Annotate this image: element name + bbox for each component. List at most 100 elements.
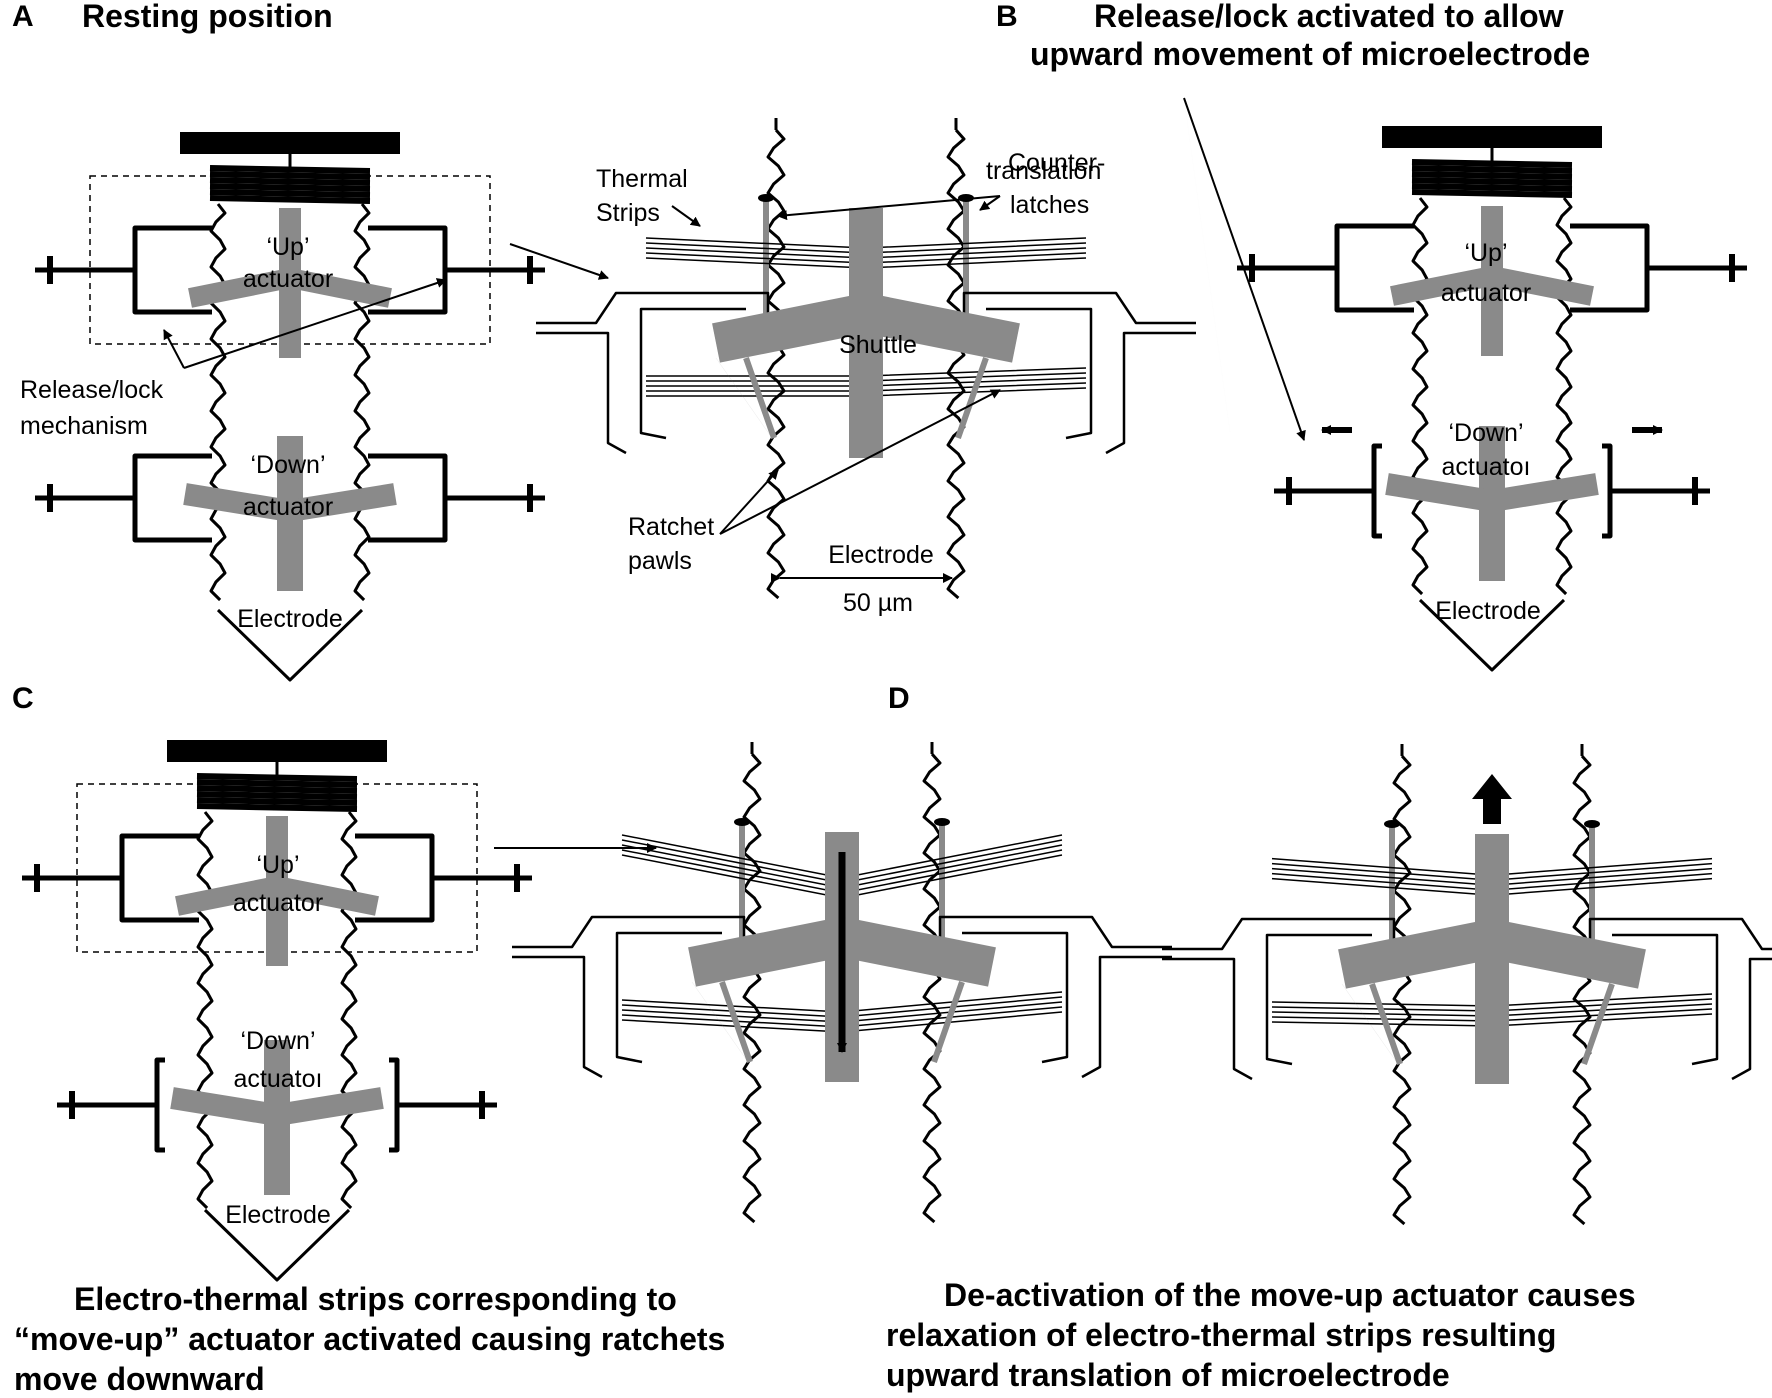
- panel-c-caption-line2: “move-up” actuator activated causing rat…: [14, 1321, 726, 1357]
- b-up-actuator-label-2: actuator: [1440, 279, 1532, 307]
- shuttle-label: Shuttle: [839, 331, 917, 359]
- inner-frame-right: [962, 931, 1069, 1064]
- down-shuttle-arm-right: [275, 1087, 384, 1126]
- coil-winding: [209, 177, 371, 186]
- c-up-actuator-label-1: ‘Up’: [256, 851, 300, 879]
- coil-winding: [209, 195, 371, 204]
- left-ratchet: [209, 203, 227, 602]
- outer-frame-left-top: [536, 291, 770, 325]
- down-frame-right: [389, 1057, 400, 1153]
- detail-right-ratchet: [922, 753, 942, 1224]
- down-shuttle-arm-left: [170, 1087, 279, 1126]
- outer-frame-left-top: [512, 915, 746, 949]
- shuttle-arm-right: [1488, 919, 1646, 989]
- down-shuttle-arm-right: [1490, 473, 1599, 512]
- coil-winding: [1411, 177, 1573, 186]
- counter-translation-label-3: latches: [1010, 191, 1090, 219]
- coil-winding: [196, 797, 358, 806]
- counter-translation-label-2: translation: [986, 157, 1102, 185]
- left-ratchet: [196, 811, 214, 1210]
- inner-frame-left: [639, 307, 746, 440]
- top-plate: [167, 740, 387, 762]
- down-shuttle-arm-left: [1385, 473, 1494, 512]
- release-pointer-b-up: [1183, 97, 1306, 441]
- panel-b-title-line1: Release/lock activated to allow: [1094, 0, 1564, 34]
- b-down-actuator-label-1: ‘Down’: [1448, 419, 1524, 447]
- panel-a-drawing: [35, 132, 545, 682]
- panel-d-caption-line3: upward translation of microelectrode: [886, 1357, 1450, 1393]
- c-up-actuator-label-2: actuator: [232, 889, 324, 917]
- panel-c-drawing: [22, 740, 532, 1282]
- thermal-strips-label-2: Strips: [596, 199, 660, 227]
- up-shuttle-arm-right: [1490, 266, 1594, 306]
- outer-frame-left-top: [1162, 917, 1396, 951]
- coil-winding: [196, 803, 358, 812]
- shuttle-arm-right: [862, 293, 1020, 363]
- panel-d-letter: D: [888, 682, 910, 715]
- down-shuttle-arm-left: [183, 483, 292, 522]
- inner-frame-left: [615, 931, 722, 1064]
- panel-d-drawing: [1162, 744, 1772, 1226]
- panel-b-drawing: [1237, 126, 1747, 672]
- right-ratchet: [1555, 197, 1573, 596]
- thermal-strips-pointer: [671, 205, 701, 227]
- detail-right-ratchet: [1572, 755, 1592, 1226]
- electrode-tip: [216, 608, 364, 682]
- b-electrode-label: Electrode: [1435, 597, 1541, 625]
- coil-winding: [1411, 165, 1573, 174]
- a-up-actuator-label-2: actuator: [242, 265, 334, 293]
- pawl-pointer-right: [719, 389, 1001, 535]
- coil-winding: [209, 189, 371, 198]
- detail-left-ratchet: [766, 129, 786, 600]
- up-shuttle-arm-right: [288, 268, 392, 308]
- coil-winding: [1411, 159, 1573, 168]
- panel-d-caption-line1: De-activation of the move-up actuator ca…: [944, 1277, 1636, 1313]
- outer-frame-right-side: [1731, 957, 1772, 1081]
- upward-arrow: [1472, 774, 1512, 824]
- ratchet-pawl-left: [719, 981, 753, 1063]
- ratchet-pawl-left: [1369, 983, 1403, 1065]
- ratchet-pawl-left-edge: [1341, 983, 1399, 1065]
- top-plate: [1382, 126, 1602, 148]
- panel-c-letter: C: [12, 682, 34, 715]
- a-up-actuator-label-1: ‘Up’: [266, 233, 310, 261]
- panel-c-caption-line1: Electro-thermal strips corresponding to: [74, 1281, 677, 1317]
- coil-winding: [1411, 189, 1573, 198]
- coil-winding: [196, 773, 358, 782]
- latch-right-cap: [1584, 820, 1600, 828]
- ratchet-pawl-right: [955, 357, 989, 439]
- shuttle-arm-left: [688, 917, 846, 987]
- ratchet-pawl-right: [931, 981, 965, 1063]
- panel-b-title-line2: upward movement of microelectrode: [1030, 36, 1591, 72]
- pawl-pointer-left: [719, 469, 779, 535]
- detail-right-ratchet: [946, 129, 966, 600]
- coil-winding: [1411, 171, 1573, 180]
- latch-pointer-left: [777, 195, 1001, 221]
- panel-d-caption-line2: relaxation of electro-thermal strips res…: [886, 1317, 1557, 1353]
- release-lock-label-1: Release/lock: [20, 376, 164, 404]
- electrode-tip: [203, 1208, 351, 1282]
- right-ratchet: [353, 203, 371, 602]
- scale-bar-label: 50 µm: [843, 589, 913, 617]
- panel-c-caption-line3: move downward: [14, 1361, 265, 1397]
- inner-frame-right: [986, 307, 1093, 440]
- ratchet-pawl-left-edge: [715, 357, 773, 439]
- a-electrode-label: Electrode: [237, 605, 343, 633]
- latch-left-cap: [1384, 820, 1400, 828]
- outer-frame-right-top: [938, 915, 1172, 949]
- left-ratchet: [1411, 197, 1429, 596]
- outer-frame-left-side: [536, 331, 627, 455]
- down-shuttle-arm-right: [288, 483, 397, 522]
- electrode-tip: [1418, 598, 1566, 672]
- ratchet-pawl-left: [743, 357, 777, 439]
- shuttle-arm-left: [1338, 919, 1496, 989]
- b-up-actuator-label-1: ‘Up’: [1464, 239, 1508, 267]
- c-electrode-label: Electrode: [225, 1201, 331, 1229]
- counter-translation-label-1: Counter-: [1008, 149, 1106, 177]
- release-lock-label-2: mechanism: [20, 412, 148, 440]
- coil-winding: [1411, 183, 1573, 192]
- ratchet-pawl-left-edge: [691, 981, 749, 1063]
- panel-a-letter: A: [12, 0, 34, 33]
- detail-electrode-label: Electrode: [828, 541, 934, 569]
